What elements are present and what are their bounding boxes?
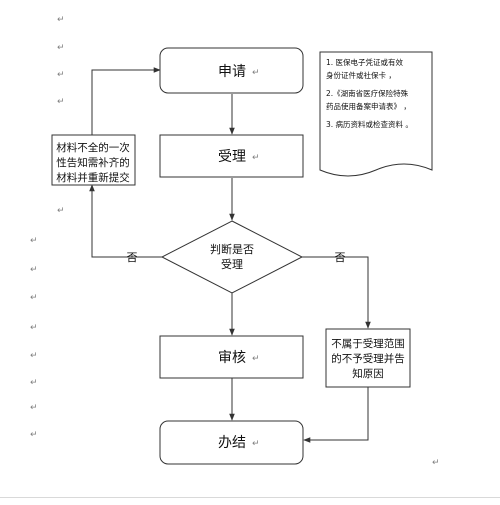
arrow-decision-no-to-return — [89, 184, 162, 258]
paragraph-mark-icon: ↵ — [30, 403, 38, 413]
decision-label-line-1: 判断是否 — [210, 242, 254, 256]
reject-note-box — [325, 328, 411, 388]
return-note-line-2: 性告知需补齐的 — [56, 156, 130, 169]
paragraph-mark-icon: ↵ — [57, 206, 65, 216]
paragraph-mark-icon: ↵ — [57, 15, 65, 25]
apply-box — [159, 47, 304, 94]
finish-label: 办结 — [218, 435, 246, 451]
paragraph-mark-icon: ↵ — [57, 43, 65, 53]
connectors — [89, 67, 371, 443]
reject-note-line-2: 的不予受理并告 — [331, 352, 405, 365]
accept-label: 受理 — [218, 149, 246, 165]
paragraph-mark-icon: ↵ — [30, 236, 38, 246]
review-label: 审核 — [218, 350, 246, 366]
paragraph-marks: ↵ ↵ ↵ ↵ ↵ ↵ ↵ ↵ ↵ ↵ ↵ ↵ ↵ ↵ ↵ — [30, 15, 440, 468]
accept-box — [159, 134, 304, 178]
paragraph-mark-icon: ↵ — [432, 458, 440, 468]
documents-line-2: 身份证件或社保卡 ， — [326, 70, 396, 80]
page-bottom-rule — [0, 497, 500, 498]
paragraph-mark-icon: ↵ — [252, 354, 260, 364]
reject-note-line-3: 知原因 — [352, 367, 384, 380]
paragraph-mark-icon: ↵ — [252, 439, 260, 449]
arrow-return-to-apply — [91, 67, 161, 135]
no-label-left: 否 — [127, 251, 138, 264]
paragraph-mark-icon: ↵ — [30, 378, 38, 388]
documents-line-1: 1. 医保电子凭证或有效 — [326, 57, 404, 67]
paragraph-mark-icon: ↵ — [57, 70, 65, 80]
documents-line-4: 药品使用备案申请表》 ， — [326, 101, 411, 111]
reject-note-line-1: 不属于受理范围 — [331, 337, 405, 350]
no-label-right: 否 — [335, 251, 346, 264]
documents-line-3: 2.《湖南省医疗保险特殊 — [326, 88, 409, 98]
paragraph-mark-icon: ↵ — [30, 351, 38, 361]
return-note-box — [51, 134, 136, 186]
documents-shape — [319, 51, 433, 177]
review-box — [159, 335, 304, 379]
paragraph-mark-icon: ↵ — [30, 430, 38, 440]
apply-label: 申请 — [218, 64, 246, 80]
decision-label-line-2: 受理 — [221, 258, 243, 271]
finish-box — [159, 420, 304, 465]
paragraph-mark-icon: ↵ — [57, 97, 65, 107]
documents-line-5: 3. 病历资料或检查资料 。 — [326, 119, 413, 129]
paragraph-mark-icon: ↵ — [30, 323, 38, 333]
arrow-reject-to-finish — [303, 387, 369, 443]
paragraph-mark-icon: ↵ — [30, 293, 38, 303]
return-note-line-1: 材料不全的一次 — [56, 141, 130, 154]
arrow-decision-no-to-reject — [300, 256, 371, 329]
paragraph-mark-icon: ↵ — [252, 68, 260, 78]
paragraph-mark-icon: ↵ — [252, 153, 260, 163]
paragraph-mark-icon: ↵ — [30, 265, 38, 275]
return-note-line-3: 材料并重新提交 — [56, 171, 130, 184]
decision-diamond — [160, 220, 304, 294]
